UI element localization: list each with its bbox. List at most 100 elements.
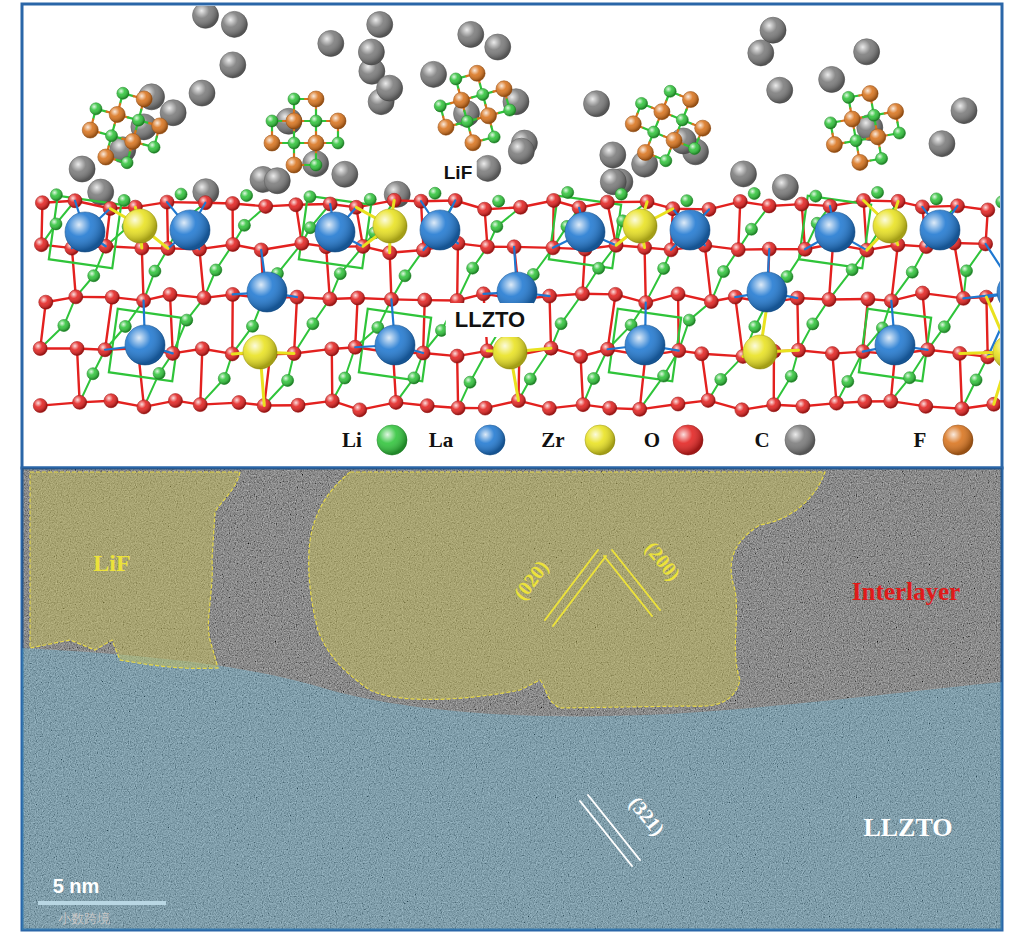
- lithium-atom-shine: [50, 218, 62, 230]
- legend-text: C: [754, 430, 769, 451]
- oxygen-atom: [69, 290, 83, 304]
- lithium-atom: [846, 264, 858, 276]
- o-bond: [200, 349, 202, 405]
- lithium-atom-shine: [334, 268, 346, 280]
- lanthanum-atom: [420, 210, 460, 250]
- lithium-atom-shine: [429, 187, 441, 199]
- lithium-atom: [364, 193, 376, 205]
- oxygen-atom-shine: [762, 199, 776, 213]
- lithium-atom-shine: [304, 191, 316, 203]
- fluorine-atom-shine: [125, 133, 141, 149]
- lithium-atom: [50, 218, 62, 230]
- li-cage: [549, 196, 621, 268]
- oxygen-atom: [603, 401, 617, 415]
- carbon-atom-shine: [767, 77, 793, 103]
- lithium-atom-shine: [153, 367, 165, 379]
- lithium-atom-shine: [450, 73, 462, 85]
- li-cage: [359, 309, 431, 381]
- carbon-atom-shine: [303, 151, 329, 177]
- carbon-atom-shine: [731, 161, 757, 187]
- oxygen-atom: [70, 342, 84, 356]
- oxygen-atom-shine: [981, 203, 995, 217]
- zirconium-atom: [373, 209, 407, 243]
- top-panel-frame: [22, 4, 1002, 468]
- lithium-atom: [304, 222, 316, 234]
- lithium-atom-shine: [181, 314, 193, 326]
- lithium-atom-shine: [807, 318, 819, 330]
- lithium-atom: [893, 127, 905, 139]
- lanthanum-atom: [65, 212, 105, 252]
- lithium-atom-shine: [50, 189, 62, 201]
- oxygen-atom-shine: [671, 287, 685, 301]
- carbon-atom-shine: [600, 142, 626, 168]
- lithium-atom: [718, 266, 730, 278]
- oxygen-atom: [704, 294, 718, 308]
- tem-noise: [22, 468, 1002, 930]
- legend-swatch: [785, 425, 815, 455]
- oxygen-atom-shine: [451, 401, 465, 415]
- o-bond: [456, 243, 459, 300]
- oxygen-atom-shine: [603, 401, 617, 415]
- lithium-atom: [504, 104, 516, 116]
- o-bond: [550, 296, 551, 348]
- fluorine-atom-shine: [98, 149, 114, 165]
- legend-swatches: [377, 425, 973, 455]
- lithium-atom: [288, 137, 300, 149]
- legend-text: Li: [342, 430, 362, 451]
- lanthanum-atom-shine: [747, 272, 787, 312]
- lithium-atom: [148, 141, 160, 153]
- lanthanum-atom: [375, 325, 415, 365]
- oxygen-atom: [981, 203, 995, 217]
- fluorine-atom: [625, 116, 641, 132]
- lithium-atom-shine: [266, 115, 278, 127]
- fluorine-atom: [654, 104, 670, 120]
- scale-label: 5 nm: [53, 876, 100, 896]
- oxygen-atom-shine: [822, 293, 836, 307]
- lithium-atom: [339, 372, 351, 384]
- oxygen-atom-shine: [105, 290, 119, 304]
- carbon-atom: [358, 39, 384, 65]
- region-outline: [300, 468, 835, 718]
- fluorine-atom: [286, 113, 302, 129]
- oxygen-atom: [861, 292, 875, 306]
- oxygen-atom-shine: [478, 401, 492, 415]
- fluorine-atom-shine: [308, 91, 324, 107]
- carbon-atom-shine: [760, 17, 786, 43]
- oxygen-atom-shine: [232, 396, 246, 410]
- oxygen-atom: [825, 347, 839, 361]
- oxygen-atom: [197, 291, 211, 305]
- lithium-atom-shine: [850, 135, 862, 147]
- fluorine-atom-shine: [870, 129, 886, 145]
- carbon-atom: [221, 11, 247, 37]
- oxygen-atom: [884, 394, 898, 408]
- lithium-atom: [593, 262, 605, 274]
- crystal-model: [33, 6, 1000, 417]
- lanthanum-atom-shine: [875, 325, 915, 365]
- fluorine-atom-shine: [286, 113, 302, 129]
- lithium-atom-shine: [307, 318, 319, 330]
- lanthanum-atom: [247, 272, 287, 312]
- lithium-atom-shine: [664, 85, 676, 97]
- lithium-atom-shine: [493, 195, 505, 207]
- lithium-atom: [491, 221, 503, 233]
- oxygen-atom: [796, 399, 810, 413]
- lithium-atom: [996, 196, 1000, 208]
- carbon-atom: [748, 40, 774, 66]
- phase-region: LiF: [22, 468, 252, 673]
- lanthanum-atom-shine: [815, 212, 855, 252]
- fluorine-atom: [454, 92, 470, 108]
- fluorine-atom-shine: [496, 81, 512, 97]
- oxygen-atom: [576, 398, 590, 412]
- lanthanum-atom: [920, 210, 960, 250]
- oxygen-atom-shine: [325, 394, 339, 408]
- lithium-atom-shine: [149, 265, 161, 277]
- lanthanum-atom-shine: [420, 210, 460, 250]
- phase-label: LiF: [93, 551, 130, 575]
- lithium-atom-shine: [683, 314, 695, 326]
- lithium-atom: [238, 219, 250, 231]
- lithium-atom: [119, 320, 131, 332]
- oxygen-atom-shine: [825, 347, 839, 361]
- phase-label: LiF: [440, 162, 477, 183]
- lanthanum-atom-shine: [247, 272, 287, 312]
- fluorine-atom: [438, 119, 454, 135]
